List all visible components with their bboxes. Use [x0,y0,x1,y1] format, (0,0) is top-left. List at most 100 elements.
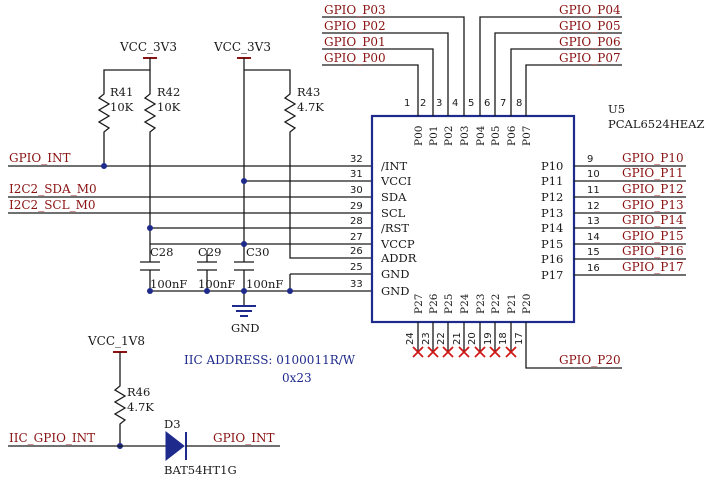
pin-name: P04 [475,125,487,146]
pin-number: 8 [516,98,522,109]
capacitor-value: 100nF [246,277,283,291]
pin-name: P00 [413,126,425,146]
power-label: VCC_3V3 [213,40,271,54]
pin-name: P22 [490,294,502,314]
net-label: GPIO_P01 [324,35,386,49]
wire-p02 [322,32,449,116]
pin-number: 3 [436,98,442,109]
wire-p04 [479,16,622,116]
pin-number: 11 [587,185,600,196]
pin-name: VCCI [380,174,411,188]
chip-right-wiring: GPIO_P10 GPIO_P11 GPIO_P12 GPIO_P13 GPIO… [574,151,686,276]
resistor-body [143,88,157,142]
chip-top-wiring: GPIO_P03 GPIO_P02 GPIO_P01 GPIO_P00 GPIO… [322,3,622,116]
supply-wiring [103,69,372,262]
pin-number: 14 [587,232,600,243]
pin-name: P20 [521,294,533,314]
net-label: GPIO_P02 [324,19,386,33]
address-line: IIC ADDRESS: 0100011R/W [184,353,356,367]
wire-p05 [494,32,622,116]
pin-name: /RST [381,221,409,235]
capacitor-c28: C28 100nF [140,245,187,291]
capacitor-value: 100nF [150,277,187,291]
pin-name: SCL [381,206,406,220]
pin-name: P16 [541,252,563,266]
net-label: I2C2_SDA_M0 [9,182,97,196]
resistor-body [97,88,111,142]
resistor-value: 4.7K [297,100,324,114]
chip-top-pins: 1 2 3 4 5 6 7 8 P00 P01 P02 P03 P04 P05 … [404,98,533,146]
pin-number: 2 [420,98,426,109]
pin-number: 7 [500,98,506,109]
resistor-ref: R41 [110,85,133,99]
net-label: GPIO_P00 [324,51,386,65]
no-connect-mark [442,346,454,358]
pin-name: P12 [541,190,563,204]
pin-number: 6 [484,98,490,109]
capacitor-c29: C29 100nF [197,245,235,291]
wire-r41-r42-top [103,69,151,88]
pin-name: P25 [443,294,455,314]
pin-number: 1 [404,98,410,109]
pin-name: P10 [541,159,563,173]
pin-name: P21 [506,294,518,314]
pin-name: VCCP [380,237,415,251]
address-hex: 0x23 [282,371,312,385]
pin-number: 22 [436,332,447,345]
power-label: VCC_1V8 [87,334,145,348]
junctions [101,163,293,449]
pin-name: ADDR [380,251,417,265]
net-gpio-int: GPIO_INT [8,151,372,167]
chip-bottom-wiring: GPIO_P20 [417,322,622,369]
pin-name: P03 [459,126,471,146]
net-label: IIC_GPIO_INT [9,431,95,445]
pin-number: 24 [405,332,416,345]
pin-name: P06 [506,125,518,146]
pin-name: P13 [541,206,563,220]
pin-name: P07 [521,126,533,146]
no-connect-mark [505,346,517,358]
no-connect-mark [458,346,470,358]
pin-number: 12 [587,201,600,212]
no-connect-marks [412,346,517,358]
resistor-value: 10K [157,100,181,114]
resistor-r41: R41 10K [97,85,134,142]
pin-name: P23 [475,294,487,314]
chip-bottom-pins: 24 23 22 21 20 19 18 17 P27 P26 P25 P24 … [405,293,533,345]
net-label: GPIO_P11 [622,166,684,180]
pin-number: 9 [587,154,593,165]
diode-ref: D3 [164,417,181,431]
pin-name: GND [381,284,409,298]
pin-name: GND [381,267,409,281]
pin-number: 26 [350,246,363,257]
pin-number: 30 [350,185,363,196]
wire-p01 [322,48,434,116]
pin-name: SDA [381,190,407,204]
wire-r43-top [244,69,291,88]
chip-part: PCAL6524HEAZ [608,117,704,131]
net-label: GPIO_P20 [559,353,621,367]
net-label: GPIO_P15 [622,229,684,243]
wire-p20 [525,322,622,369]
pin-number: 16 [587,263,600,274]
pin-name: P15 [541,237,563,251]
net-label: GPIO_P14 [622,213,684,227]
net-label: GPIO_P05 [559,19,621,33]
no-connect-mark [412,346,424,358]
resistor-ref: R43 [297,85,320,99]
resistor-r42: R42 10K [143,85,181,142]
capacitor-value: 100nF [198,277,235,291]
chip-ref: U5 [608,102,625,116]
pin-number: 20 [467,332,478,345]
pin-number: 19 [483,332,494,345]
pin-number: 18 [498,332,509,345]
junction-dot [241,288,247,294]
resistor-r43: R43 4.7K [283,85,324,142]
pin-name: P05 [490,126,502,146]
pin-name: P11 [541,174,563,188]
power-vcc3v3-a: VCC_3V3 [119,40,177,70]
chip-left-pins: 32 /INT 31 VCCI 30 SDA 29 SCL 28 /RST 27… [350,154,417,298]
pin-number: 17 [514,332,525,345]
resistor-value: 4.7K [127,400,154,414]
net-label: GPIO_P07 [559,51,621,65]
